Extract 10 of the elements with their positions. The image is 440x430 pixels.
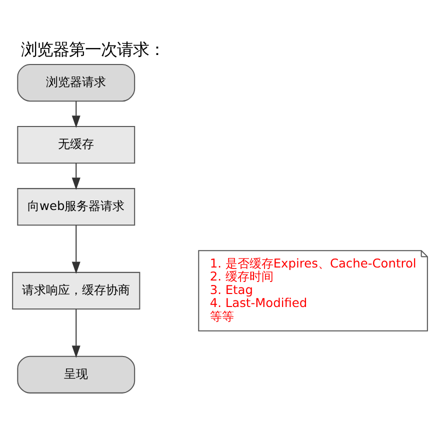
node-box: 向web服务器请求 xyxy=(17,188,136,226)
diagram-title: 浏览器第一次请求： xyxy=(20,40,165,59)
arrow xyxy=(72,162,80,190)
node-box: 浏览器请求 xyxy=(17,64,136,102)
node-box: 无缓存 xyxy=(17,126,136,164)
node-box: 请求响应，缓存协商 xyxy=(12,271,140,310)
arrow xyxy=(72,308,80,358)
node-box: 呈现 xyxy=(17,355,136,393)
arrow xyxy=(72,224,80,274)
arrow xyxy=(72,100,80,128)
